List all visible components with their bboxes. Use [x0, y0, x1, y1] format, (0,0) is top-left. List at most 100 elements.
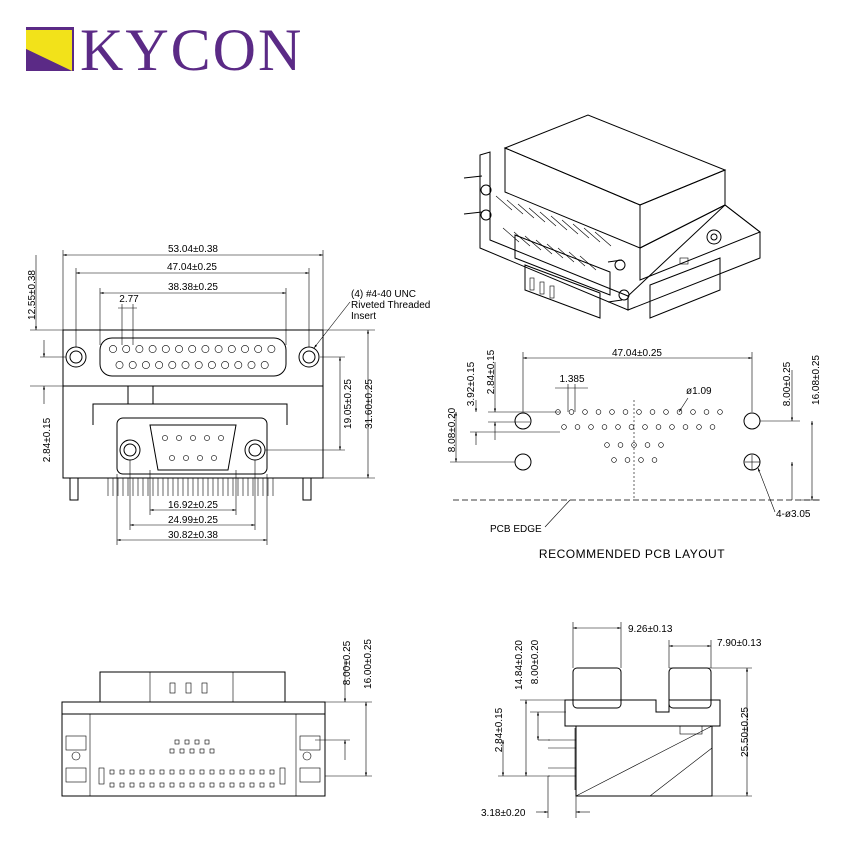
pcb-hole	[636, 409, 642, 415]
db9-pin	[190, 435, 196, 441]
db25-pin	[194, 361, 203, 369]
pcb-hole	[642, 424, 648, 430]
db9-pin	[197, 455, 203, 461]
logo-mark-yellow	[26, 30, 72, 71]
db9-hole-left	[119, 439, 141, 461]
bv-pin	[169, 748, 175, 754]
db9-pin	[162, 435, 168, 441]
bv-pin	[129, 769, 135, 775]
iso-pin	[528, 207, 546, 223]
pcb-layout: PCB EDGE 47.04±0.25 1.385 ø1.09 2.84±0.1…	[447, 348, 822, 561]
pcb-hole	[638, 457, 644, 463]
pcb-dim-2-84: 2.84±0.15	[486, 349, 497, 394]
bv-pin	[179, 769, 185, 775]
pcb-hole	[703, 409, 710, 415]
side-dim-25-50: 25.50±0.25	[740, 707, 751, 757]
bv-pin	[189, 748, 195, 754]
pcb-dim-16-08: 16.08±0.25	[811, 355, 822, 405]
bv-pin	[229, 769, 235, 775]
iso-pin	[568, 251, 586, 267]
pcb-layout-title: RECOMMENDED PCB LAYOUT	[539, 547, 725, 561]
bv-pin	[119, 769, 125, 775]
pcb-dim-pin-dia: ø1.09	[686, 386, 712, 397]
db25-pin	[188, 345, 197, 353]
pcb-mount-hole-tl	[514, 412, 532, 430]
bv-pin	[229, 782, 235, 788]
db25-pin	[115, 361, 124, 369]
bv-pin	[199, 769, 205, 775]
pcb-hole	[611, 457, 617, 463]
pcb-mount-hole-bl	[514, 453, 532, 471]
bv-pin	[149, 769, 155, 775]
bv-pin	[204, 739, 210, 745]
bv-pin	[174, 739, 180, 745]
bv-pin	[139, 769, 145, 775]
dim-31-60: 31.60±0.25	[364, 379, 375, 429]
pcb-dim-mount-dia: 4-ø3.05	[776, 509, 811, 520]
db9-pin	[176, 435, 182, 441]
bv-pin	[219, 782, 225, 788]
dim-19-05: 19.05±0.25	[343, 379, 354, 429]
pcb-hole	[696, 424, 702, 430]
pcb-hole	[604, 442, 610, 448]
mount-hole-right	[298, 346, 320, 368]
pcb-hole	[709, 424, 716, 430]
db25-pin	[221, 361, 229, 369]
db25-pin	[168, 361, 177, 369]
brand-name: KYCON	[80, 17, 303, 83]
dim-53-04: 53.04±0.38	[168, 244, 218, 255]
db9-hole-right	[244, 439, 266, 461]
dim-12-55: 12.55±0.38	[27, 270, 38, 320]
db25-pin	[241, 345, 249, 353]
db25-pin	[267, 345, 276, 353]
callout-line-3: Insert	[351, 311, 376, 322]
pcb-hole	[624, 457, 631, 463]
bv-pin	[209, 782, 215, 788]
db9-pin	[183, 455, 189, 461]
dim-47-04: 47.04±0.25	[167, 262, 217, 273]
bv-pin	[239, 769, 245, 775]
pcb-dim-1-385: 1.385	[559, 374, 584, 385]
db25-pin	[155, 361, 163, 369]
pcb-dim-47-04: 47.04±0.25	[612, 348, 662, 359]
db25-pin	[122, 345, 131, 353]
iso-pin	[513, 231, 531, 247]
pcb-hole	[601, 424, 608, 430]
iso-pin	[517, 203, 535, 219]
bv-pin	[179, 748, 185, 754]
db25-pin	[234, 361, 243, 369]
iso-pin	[550, 215, 568, 231]
pcb-hole	[669, 424, 675, 430]
db25-pin	[181, 361, 190, 369]
bv-pin	[199, 782, 205, 788]
iso-pin	[557, 247, 575, 263]
kycon-logo: KYCON	[26, 17, 303, 83]
callout-line-2: Riveted Threaded	[351, 300, 430, 311]
pcb-hole	[663, 409, 669, 415]
iso-pin	[495, 195, 513, 211]
dim-2-77: 2.77	[119, 294, 139, 305]
db25-pin	[148, 345, 157, 353]
pcb-hole	[588, 424, 594, 430]
side-dim-14-84: 14.84±0.20	[514, 640, 525, 690]
bv-pin	[179, 782, 185, 788]
pcb-hole	[568, 409, 575, 415]
bottom-view: 8.00±0.25 16.00±0.25	[61, 639, 374, 797]
bv-pin	[209, 769, 215, 775]
dim-30-82: 30.82±0.38	[168, 530, 218, 541]
side-dim-7-90: 7.90±0.13	[717, 638, 762, 649]
bv-pin	[109, 769, 115, 775]
bv-pin	[184, 739, 190, 745]
pcb-hole	[609, 409, 615, 415]
front-view: 53.04±0.38 47.04±0.25 38.38±0.25 2.77 12…	[27, 244, 430, 545]
mount-hole-left	[65, 346, 87, 368]
iso-pin	[524, 235, 542, 251]
pcb-hole	[574, 424, 581, 430]
isometric-view	[463, 114, 761, 319]
bottom-dim-8-00: 8.00±0.25	[342, 640, 353, 685]
pcb-hole	[651, 457, 658, 463]
side-dim-9-26: 9.26±0.13	[628, 624, 673, 635]
pcb-hole	[615, 424, 621, 430]
db25-pin	[109, 345, 117, 353]
